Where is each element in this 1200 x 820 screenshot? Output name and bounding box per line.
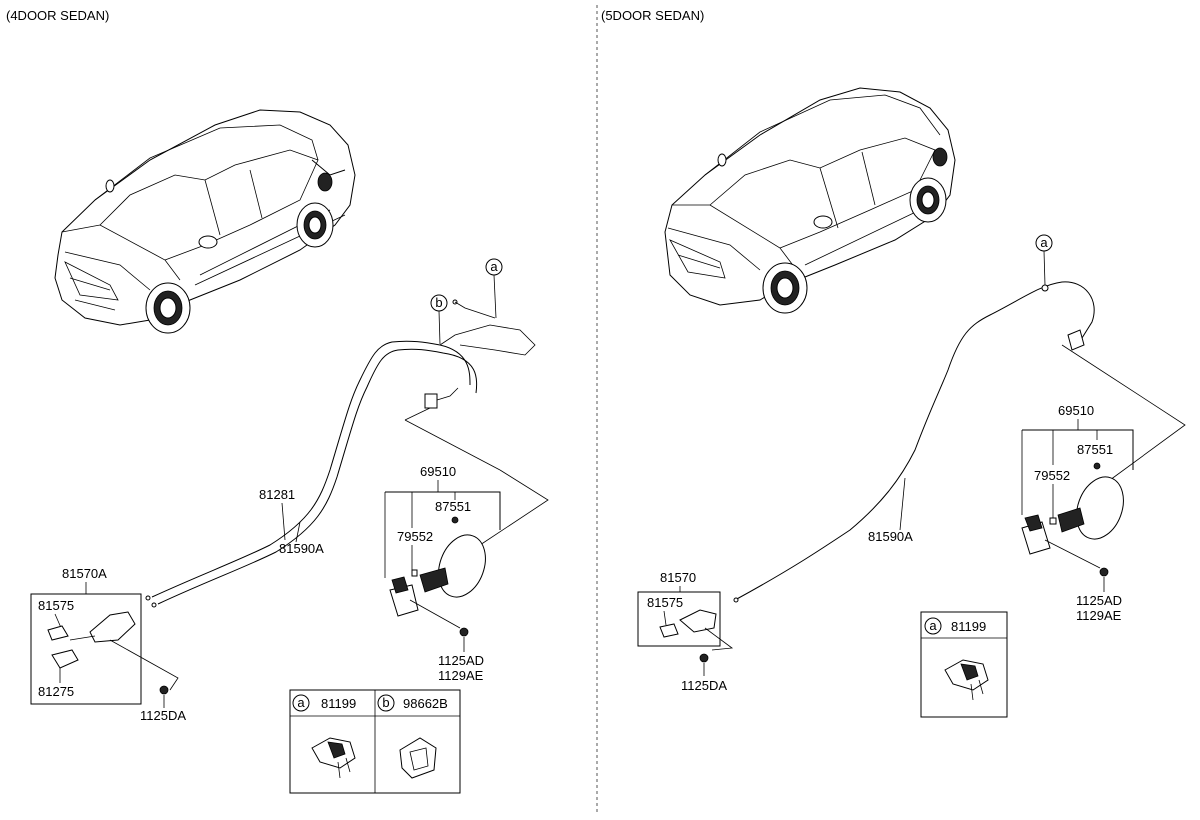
legend-part-98662b: 98662B bbox=[403, 696, 448, 711]
clip-legend-right: a 81199 bbox=[920, 611, 1008, 718]
label-81590a-left: 81590A bbox=[279, 541, 324, 556]
label-1129ae-left: 1129AE bbox=[438, 668, 484, 683]
label-69510-right: 69510 bbox=[1058, 403, 1094, 418]
label-81570a: 81570A bbox=[62, 566, 107, 581]
legend-part-81199-left: 81199 bbox=[321, 696, 356, 711]
legend-part-81199-right: 81199 bbox=[951, 619, 986, 634]
fuel-door-assembly-left: 69510 87551 79552 1125AD 1129AE bbox=[384, 464, 501, 683]
label-81275: 81275 bbox=[38, 684, 74, 699]
label-69510-left: 69510 bbox=[420, 464, 456, 479]
label-1125ad-left: 1125AD bbox=[438, 653, 484, 668]
sedan-car-illustration bbox=[54, 109, 356, 334]
hatchback-car-illustration bbox=[664, 87, 956, 314]
svg-text:a: a bbox=[490, 259, 498, 274]
label-87551-right: 87551 bbox=[1077, 442, 1113, 457]
label-81590a-right: 81590A bbox=[868, 529, 913, 544]
label-1125ad-right: 1125AD bbox=[1076, 593, 1122, 608]
label-1125da-left: 1125DA bbox=[140, 708, 186, 723]
section-title-5door: (5DOOR SEDAN) bbox=[601, 8, 704, 23]
svg-text:b: b bbox=[382, 695, 389, 710]
label-81575-left: 81575 bbox=[38, 598, 74, 613]
fuel-door-assembly-right: 69510 87551 79552 1125AD 1129AE bbox=[1021, 403, 1134, 623]
callout-a-right: a bbox=[1035, 234, 1053, 286]
release-handle-assembly-left: 81570A 81575 81275 1125DA bbox=[30, 566, 186, 723]
svg-text:a: a bbox=[1040, 235, 1048, 250]
label-87551-left: 87551 bbox=[435, 499, 471, 514]
label-1125da-right: 1125DA bbox=[681, 678, 727, 693]
label-81570: 81570 bbox=[660, 570, 696, 585]
section-title-4door: (4DOOR SEDAN) bbox=[6, 8, 109, 23]
svg-text:a: a bbox=[297, 695, 305, 710]
fuel-door-cable-left bbox=[145, 299, 536, 608]
clip-legend-left: a 81199 b 98662B bbox=[289, 689, 461, 794]
label-81281: 81281 bbox=[259, 487, 295, 502]
svg-text:a: a bbox=[929, 618, 937, 633]
callout-b-left: b bbox=[430, 294, 448, 345]
callout-a-left: a bbox=[485, 258, 503, 319]
fuel-door-cable-right bbox=[733, 281, 1095, 603]
release-handle-assembly-right: 81570 81575 1125DA bbox=[637, 570, 734, 693]
label-1129ae-right: 1129AE bbox=[1076, 608, 1122, 623]
svg-text:b: b bbox=[435, 295, 442, 310]
label-79552-left: 79552 bbox=[397, 529, 433, 544]
label-81575-right: 81575 bbox=[647, 595, 683, 610]
label-79552-right: 79552 bbox=[1034, 468, 1070, 483]
